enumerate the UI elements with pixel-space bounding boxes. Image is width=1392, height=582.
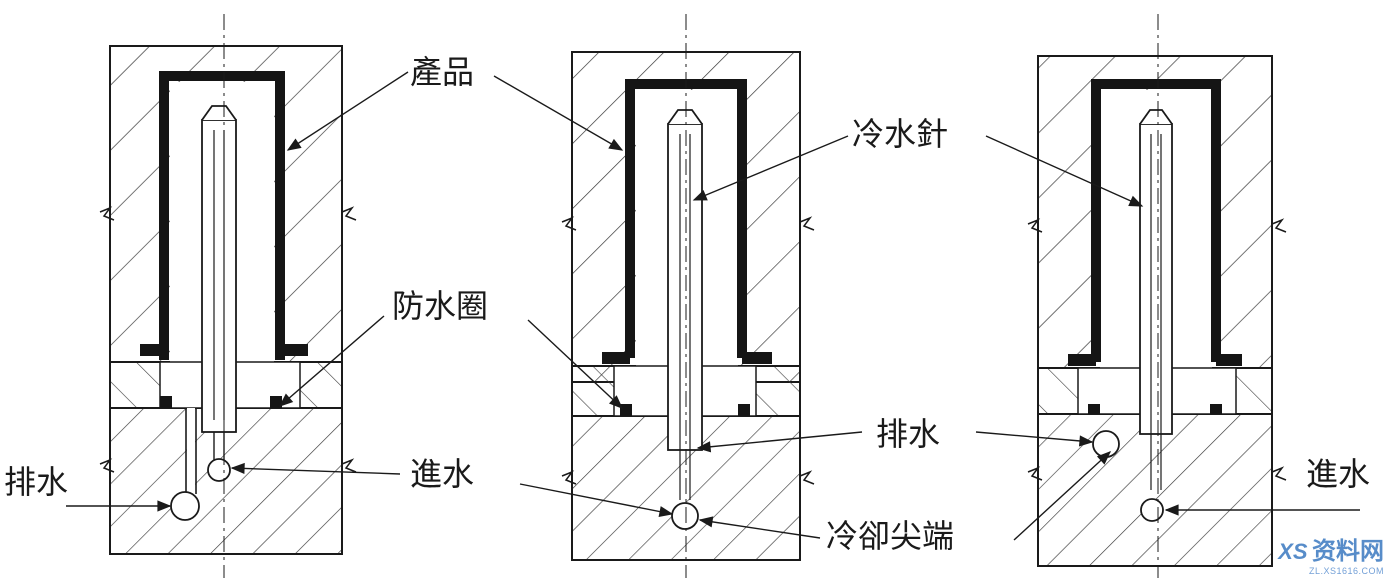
label-inlet-mid: 進水: [410, 455, 475, 493]
watermark-mark: XS: [1278, 539, 1308, 564]
label-product: 產品: [410, 53, 475, 91]
watermark-url: ZL.XS1616.COM: [1308, 566, 1384, 576]
left-assembly: [99, 14, 357, 578]
label-cooling-pin: 冷水針: [852, 115, 949, 153]
label-inlet-right: 進水: [1306, 455, 1371, 493]
right-assembly: [1027, 14, 1287, 578]
leader-drain-mid: [696, 431, 863, 453]
leader-seal-left: [278, 315, 385, 407]
watermark-brand: 资料网: [1312, 538, 1384, 565]
leader-inlet-left: [230, 462, 401, 475]
watermark-logo: XS 资料网 ZL.XS1616.COM: [1278, 531, 1384, 576]
leader-tip-right: [1013, 451, 1112, 541]
leader-seal-mid: [527, 319, 624, 409]
leader-inlet-mid: [519, 483, 674, 518]
label-drain-right: 排水: [876, 415, 941, 453]
leader-pin-mid: [692, 135, 849, 201]
leader-product-left: [286, 71, 409, 151]
label-drain-left: 排水: [4, 463, 69, 501]
leader-lines: [66, 71, 1360, 541]
leader-pin-right: [985, 135, 1144, 207]
middle-assembly: [561, 14, 815, 578]
leader-product-mid: [493, 75, 624, 151]
leader-tip-mid: [698, 516, 821, 539]
leader-drain-right: [975, 431, 1094, 447]
label-cooling-tip: 冷卻尖端: [826, 517, 955, 555]
label-seal-ring: 防水圈: [392, 287, 489, 325]
